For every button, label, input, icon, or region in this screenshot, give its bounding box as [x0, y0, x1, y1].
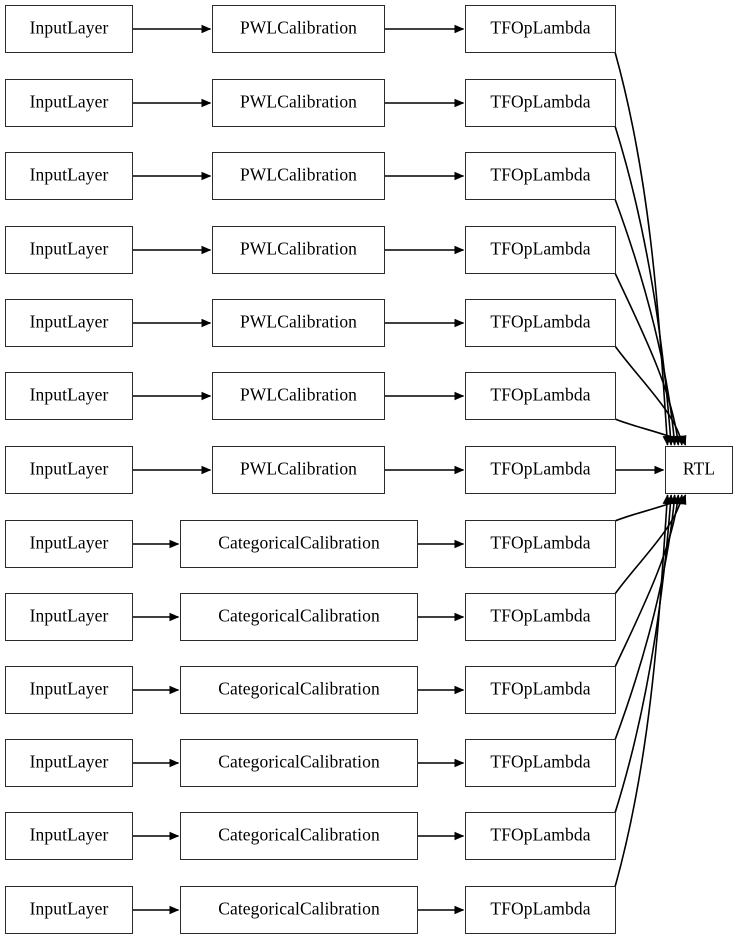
node-pwlcalibration-4-label: PWLCalibration — [239, 238, 358, 259]
node-pwlcalibration-2-label: PWLCalibration — [239, 91, 358, 112]
node-tfoplambda-2-label: TFOpLambda — [490, 91, 591, 112]
node-tfoplambda-13[interactable]: TFOpLambda — [465, 886, 616, 934]
node-pwlcalibration-1-label: PWLCalibration — [239, 17, 358, 38]
node-inputlayer-3-label: InputLayer — [29, 164, 109, 185]
node-inputlayer-4-label: InputLayer — [29, 238, 109, 259]
node-pwlcalibration-7[interactable]: PWLCalibration — [212, 446, 385, 494]
node-categoricalcalibration-2[interactable]: CategoricalCalibration — [180, 593, 418, 641]
node-inputlayer-10[interactable]: InputLayer — [5, 666, 133, 714]
node-tfoplambda-1-label: TFOpLambda — [490, 17, 591, 38]
node-inputlayer-7[interactable]: InputLayer — [5, 446, 133, 494]
node-inputlayer-4[interactable]: InputLayer — [5, 226, 133, 274]
node-tfoplambda-12[interactable]: TFOpLambda — [465, 812, 616, 860]
node-categoricalcalibration-3-label: CategoricalCalibration — [218, 678, 380, 699]
edge-lambda-to-rtl-6 — [614, 418, 687, 446]
node-inputlayer-9-label: InputLayer — [29, 605, 109, 626]
node-tfoplambda-9[interactable]: TFOpLambda — [465, 593, 616, 641]
node-inputlayer-9[interactable]: InputLayer — [5, 593, 133, 641]
node-tfoplambda-1[interactable]: TFOpLambda — [465, 5, 616, 53]
node-tfoplambda-3[interactable]: TFOpLambda — [465, 152, 616, 200]
node-tfoplambda-8-label: TFOpLambda — [490, 532, 591, 553]
node-categoricalcalibration-3[interactable]: CategoricalCalibration — [180, 666, 418, 714]
node-tfoplambda-6[interactable]: TFOpLambda — [465, 372, 616, 420]
node-pwlcalibration-5[interactable]: PWLCalibration — [212, 299, 385, 347]
node-inputlayer-3[interactable]: InputLayer — [5, 152, 133, 200]
node-tfoplambda-8[interactable]: TFOpLambda — [465, 520, 616, 568]
node-inputlayer-2[interactable]: InputLayer — [5, 79, 133, 127]
node-categoricalcalibration-5-label: CategoricalCalibration — [218, 824, 380, 845]
node-tfoplambda-10-label: TFOpLambda — [490, 678, 591, 699]
node-categoricalcalibration-2-label: CategoricalCalibration — [218, 605, 380, 626]
edge-lambda-to-rtl-11 — [614, 494, 679, 741]
node-inputlayer-11[interactable]: InputLayer — [5, 739, 133, 787]
edge-lambda-to-rtl-13 — [614, 494, 672, 888]
node-pwlcalibration-4[interactable]: PWLCalibration — [212, 226, 385, 274]
node-tfoplambda-13-label: TFOpLambda — [490, 898, 591, 919]
edge-lambda-to-rtl-2 — [614, 125, 675, 446]
edge-lambda-to-rtl-4 — [614, 272, 682, 446]
node-inputlayer-8-label: InputLayer — [29, 532, 109, 553]
node-tfoplambda-11-label: TFOpLambda — [490, 751, 591, 772]
node-tfoplambda-7[interactable]: TFOpLambda — [465, 446, 616, 494]
node-inputlayer-2-label: InputLayer — [29, 91, 109, 112]
node-categoricalcalibration-4[interactable]: CategoricalCalibration — [180, 739, 418, 787]
node-inputlayer-11-label: InputLayer — [29, 751, 109, 772]
node-categoricalcalibration-6-label: CategoricalCalibration — [218, 898, 380, 919]
node-pwlcalibration-5-label: PWLCalibration — [239, 311, 358, 332]
node-tfoplambda-4[interactable]: TFOpLambda — [465, 226, 616, 274]
node-tfoplambda-2[interactable]: TFOpLambda — [465, 79, 616, 127]
edge-lambda-to-rtl-9 — [614, 494, 685, 595]
node-pwlcalibration-1[interactable]: PWLCalibration — [212, 5, 385, 53]
edge-lambda-to-rtl-10 — [614, 494, 682, 668]
node-inputlayer-6[interactable]: InputLayer — [5, 372, 133, 420]
node-pwlcalibration-7-label: PWLCalibration — [239, 458, 358, 479]
node-categoricalcalibration-1-label: CategoricalCalibration — [218, 532, 380, 553]
node-inputlayer-10-label: InputLayer — [29, 678, 109, 699]
node-tfoplambda-7-label: TFOpLambda — [490, 458, 591, 479]
node-tfoplambda-5[interactable]: TFOpLambda — [465, 299, 616, 347]
edge-lambda-to-rtl-12 — [614, 494, 675, 814]
node-categoricalcalibration-5[interactable]: CategoricalCalibration — [180, 812, 418, 860]
node-inputlayer-1-label: InputLayer — [29, 17, 109, 38]
node-pwlcalibration-3[interactable]: PWLCalibration — [212, 152, 385, 200]
node-tfoplambda-9-label: TFOpLambda — [490, 605, 591, 626]
node-pwlcalibration-2[interactable]: PWLCalibration — [212, 79, 385, 127]
node-inputlayer-13[interactable]: InputLayer — [5, 886, 133, 934]
node-rtl[interactable]: RTL — [665, 446, 733, 494]
node-categoricalcalibration-1[interactable]: CategoricalCalibration — [180, 520, 418, 568]
edge-lambda-to-rtl-3 — [614, 198, 679, 446]
edge-lambda-to-rtl-5 — [614, 345, 685, 446]
node-tfoplambda-4-label: TFOpLambda — [490, 238, 591, 259]
node-inputlayer-5-label: InputLayer — [29, 311, 109, 332]
node-tfoplambda-5-label: TFOpLambda — [490, 311, 591, 332]
edge-lambda-to-rtl-1 — [614, 51, 672, 446]
node-inputlayer-8[interactable]: InputLayer — [5, 520, 133, 568]
node-pwlcalibration-3-label: PWLCalibration — [239, 164, 358, 185]
node-pwlcalibration-6-label: PWLCalibration — [239, 384, 358, 405]
node-tfoplambda-11[interactable]: TFOpLambda — [465, 739, 616, 787]
node-categoricalcalibration-6[interactable]: CategoricalCalibration — [180, 886, 418, 934]
node-tfoplambda-3-label: TFOpLambda — [490, 164, 591, 185]
node-tfoplambda-6-label: TFOpLambda — [490, 384, 591, 405]
node-inputlayer-5[interactable]: InputLayer — [5, 299, 133, 347]
node-rtl-label: RTL — [682, 458, 716, 479]
node-inputlayer-12-label: InputLayer — [29, 824, 109, 845]
node-tfoplambda-12-label: TFOpLambda — [490, 824, 591, 845]
node-inputlayer-6-label: InputLayer — [29, 384, 109, 405]
node-inputlayer-7-label: InputLayer — [29, 458, 109, 479]
node-inputlayer-1[interactable]: InputLayer — [5, 5, 133, 53]
node-inputlayer-12[interactable]: InputLayer — [5, 812, 133, 860]
node-pwlcalibration-6[interactable]: PWLCalibration — [212, 372, 385, 420]
node-tfoplambda-10[interactable]: TFOpLambda — [465, 666, 616, 714]
node-inputlayer-13-label: InputLayer — [29, 898, 109, 919]
edge-lambda-to-rtl-8 — [614, 494, 687, 522]
node-categoricalcalibration-4-label: CategoricalCalibration — [218, 751, 380, 772]
